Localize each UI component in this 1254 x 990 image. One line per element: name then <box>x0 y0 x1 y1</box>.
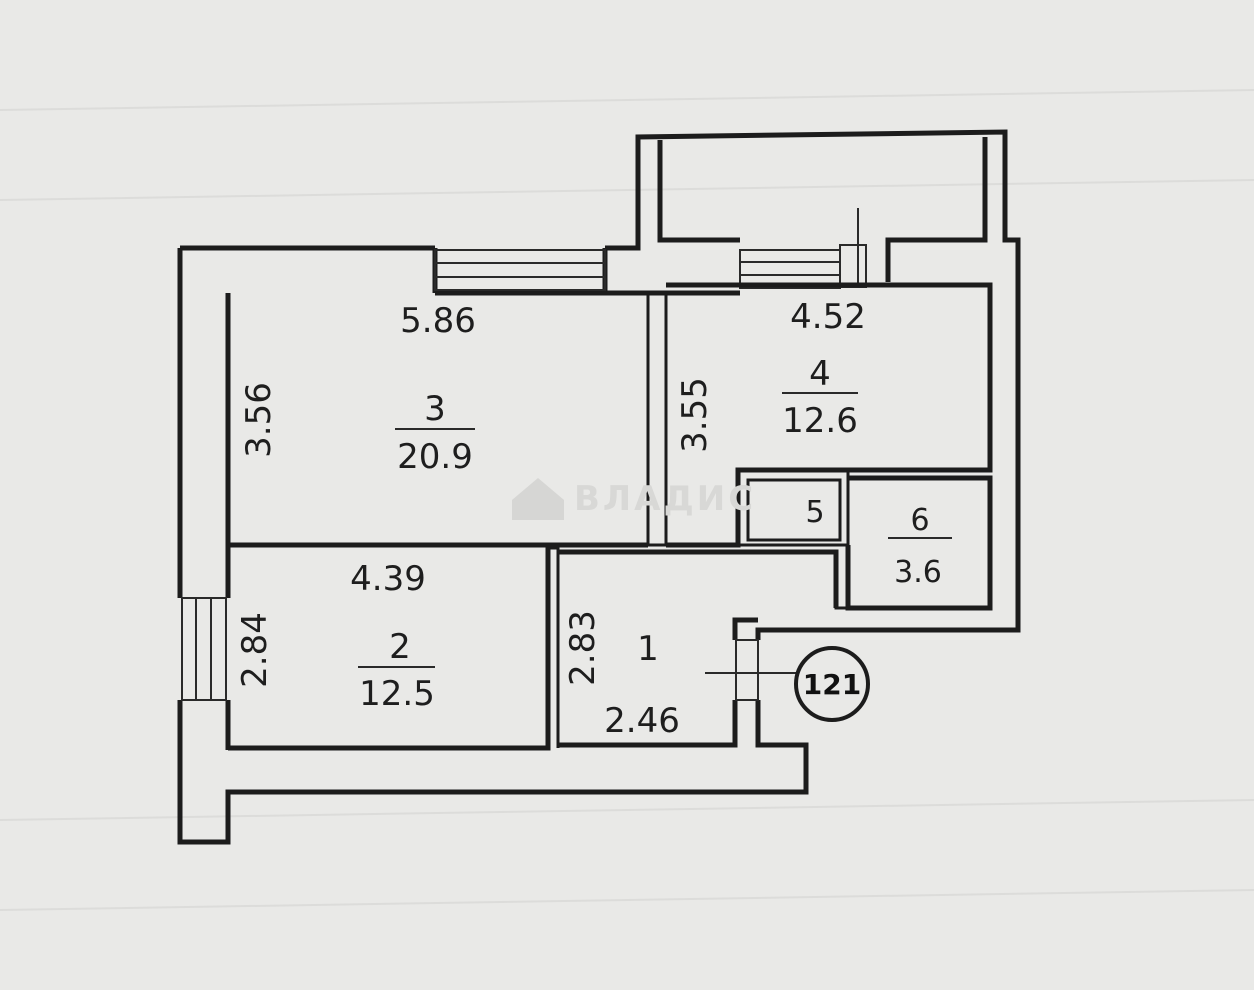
wc-number: 5 <box>805 495 824 530</box>
window-kitchen <box>739 249 841 289</box>
room-bedroom-outline <box>228 542 560 751</box>
balcony-door <box>839 208 867 288</box>
room-kitchen-outline <box>666 282 993 548</box>
bedroom-width: 4.39 <box>350 559 426 599</box>
kitchen-depth: 3.55 <box>675 377 715 453</box>
paper-lines <box>0 89 1254 911</box>
partition-living-kitchen <box>646 291 668 547</box>
room-wc-outline <box>738 468 850 547</box>
living-area: 20.9 <box>397 437 473 477</box>
room-hall-outline <box>558 549 839 748</box>
bedroom-area: 12.5 <box>359 674 435 714</box>
kitchen-number: 4 <box>809 354 831 394</box>
hall-number: 1 <box>637 629 659 669</box>
bathroom-number: 6 <box>910 503 929 538</box>
house-icon <box>512 478 564 520</box>
bathroom-area: 3.6 <box>894 555 942 590</box>
watermark: ВЛАДИС <box>512 478 756 520</box>
outer-walls <box>177 129 1021 845</box>
living-width: 5.86 <box>400 301 476 341</box>
apartment-number: 121 <box>803 668 861 701</box>
apartment-number-badge: 121 <box>794 646 870 722</box>
bedroom-depth: 2.84 <box>235 612 275 688</box>
watermark-text: ВЛАДИС <box>574 479 756 519</box>
hall-depth: 2.83 <box>563 610 603 686</box>
living-depth: 3.56 <box>239 382 279 458</box>
bedroom-number: 2 <box>389 627 411 667</box>
hall-width: 2.46 <box>604 701 680 741</box>
window-living <box>434 249 606 291</box>
kitchen-area: 12.6 <box>782 401 858 441</box>
living-number: 3 <box>424 389 446 429</box>
window-bedroom <box>181 597 227 701</box>
kitchen-width: 4.52 <box>790 297 866 337</box>
